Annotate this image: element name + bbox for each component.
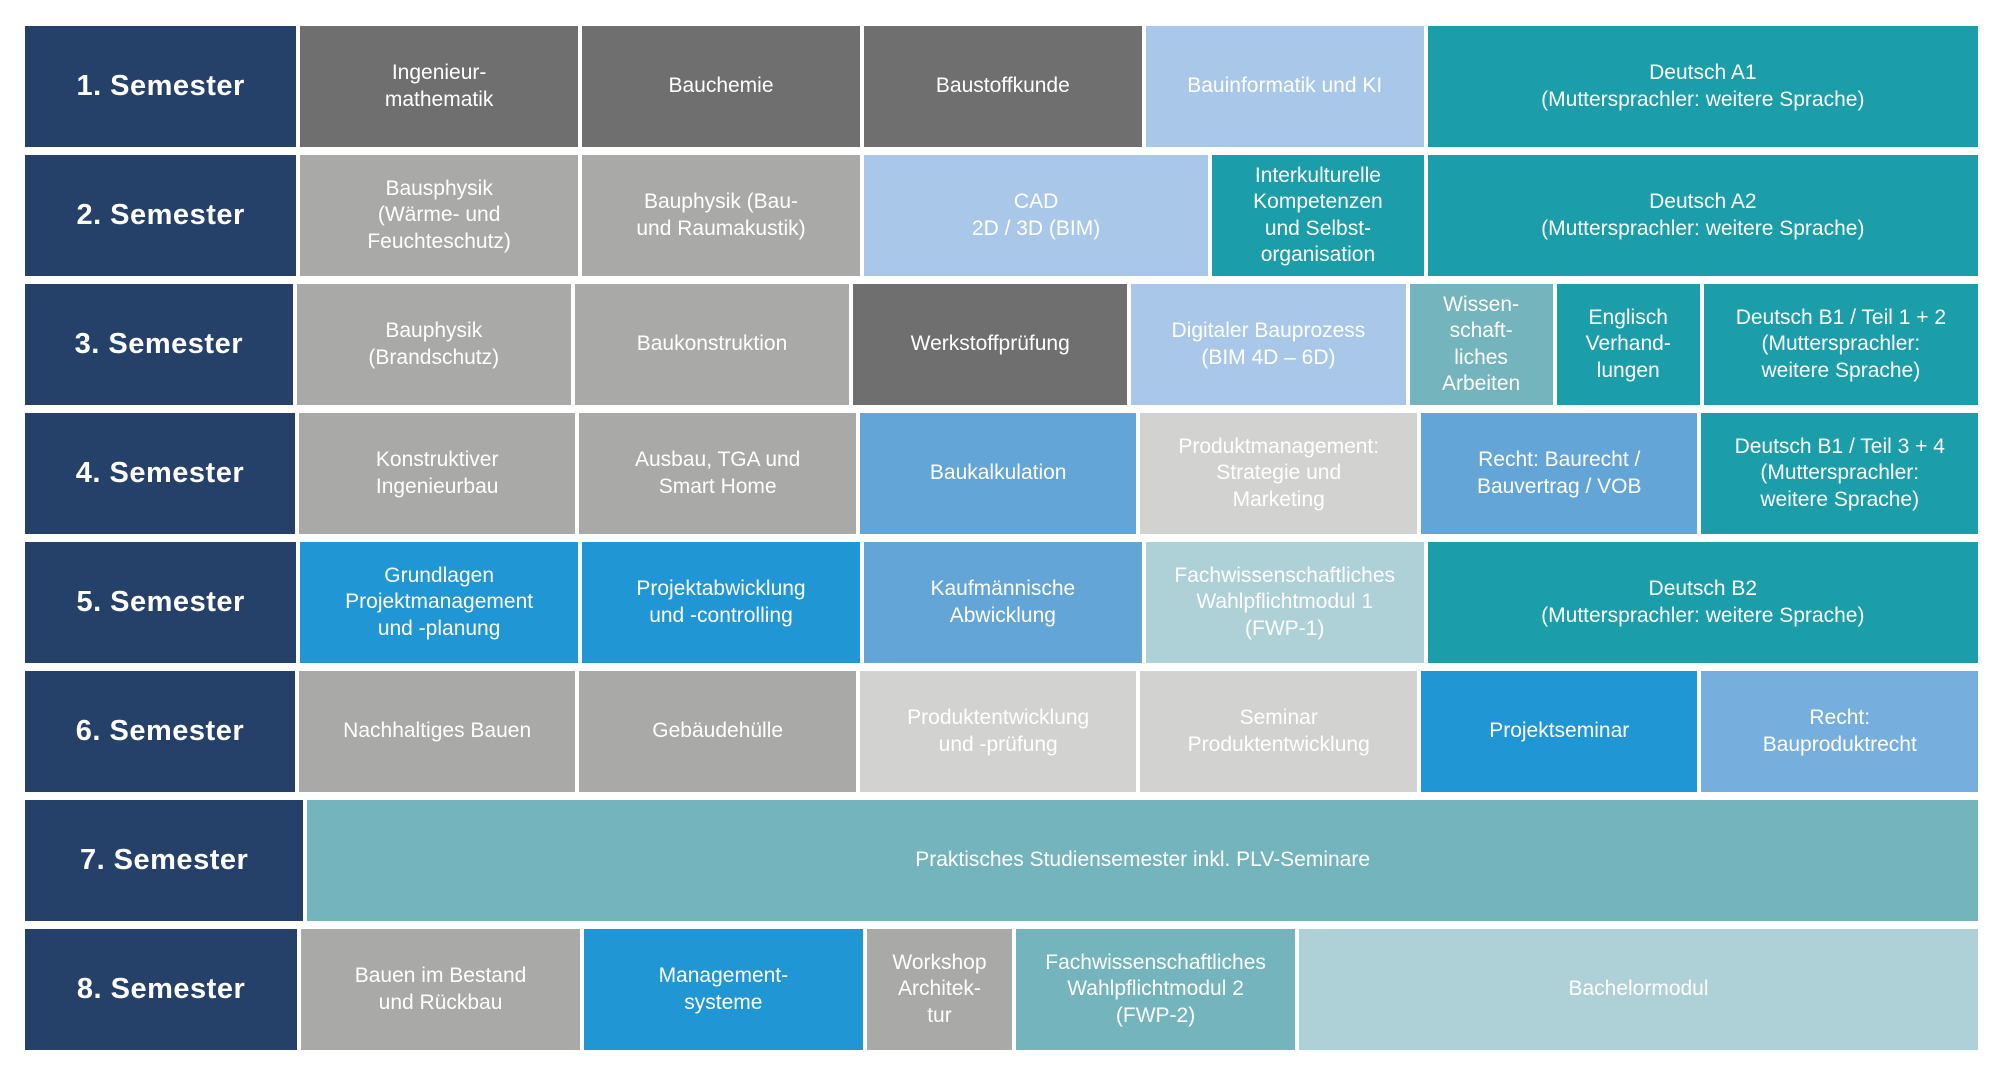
semester-label-2: 2. Semester	[25, 155, 297, 276]
cell-werkstoffpruefung: Werkstoffprüfung	[853, 284, 1128, 405]
semester-row-5: 5. Semester Grundlagen Projektmanagement…	[25, 542, 1978, 663]
cell-ingenieurmathematik: Ingenieur- mathematik	[300, 26, 579, 147]
cell-deutsch-b1-teil-3-4: Deutsch B1 / Teil 3 + 4 (Muttersprachler…	[1701, 413, 1978, 534]
semester-label-5: 5. Semester	[25, 542, 297, 663]
cell-seminar-produktentwicklung: Seminar Produktentwicklung	[1140, 671, 1417, 792]
cell-wissenschaftliches-arbeiten: Wissen- schaft- liches Arbeiten	[1409, 284, 1553, 405]
semester-row-7: 7. Semester Praktisches Studiensemester …	[25, 800, 1978, 921]
cell-baukonstruktion: Baukonstruktion	[574, 284, 850, 405]
cell-cad-2d-3d-bim: CAD 2D / 3D (BIM)	[863, 155, 1209, 276]
cell-projektabwicklung-controlling: Projektabwicklung und -controlling	[582, 542, 860, 663]
cell-produktmanagement: Produktmanagement: Strategie und Marketi…	[1140, 413, 1417, 534]
semester-label-4: 4. Semester	[25, 413, 295, 534]
semester-label-6: 6. Semester	[25, 671, 295, 792]
cell-deutsch-b2: Deutsch B2 (Muttersprachler: weitere Spr…	[1427, 542, 1978, 663]
cell-praktisches-studiensemester: Praktisches Studiensemester inkl. PLV-Se…	[307, 800, 1978, 921]
cell-deutsch-b1-teil-1-2: Deutsch B1 / Teil 1 + 2 (Muttersprachler…	[1703, 284, 1978, 405]
cell-bauphysik-raumakustik: Bauphysik (Bau- und Raumakustik)	[582, 155, 860, 276]
cell-konstruktiver-ingenieurbau: Konstruktiver Ingenieurbau	[298, 413, 576, 534]
cell-recht-bauproduktrecht: Recht: Bauproduktrecht	[1701, 671, 1978, 792]
cell-bauphysik-brandschutz: Bauphysik (Brandschutz)	[296, 284, 571, 405]
cell-deutsch-a2: Deutsch A2 (Muttersprachler: weitere Spr…	[1427, 155, 1978, 276]
cell-gebaeudehuelle: Gebäudehülle	[579, 671, 856, 792]
semester-label-8: 8. Semester	[25, 929, 298, 1050]
semester-row-1: 1. Semester Ingenieur- mathematik Bauche…	[25, 26, 1978, 147]
cell-nachhaltiges-bauen: Nachhaltiges Bauen	[298, 671, 576, 792]
cell-fwp-2: Fachwissenschaftliches Wahlpflichtmodul …	[1016, 929, 1295, 1050]
cell-interkulturelle-kompetenzen: Interkulturelle Kompetenzen und Selbst- …	[1212, 155, 1424, 276]
cell-grundlagen-projektmanagement: Grundlagen Projektmanagement und -planun…	[300, 542, 579, 663]
cell-digitaler-bauprozess: Digitaler Bauprozess (BIM 4D – 6D)	[1131, 284, 1406, 405]
cell-workshop-architektur: Workshop Architek- tur	[866, 929, 1013, 1050]
semester-row-8: 8. Semester Bauen im Bestand und Rückbau…	[25, 929, 1979, 1050]
cell-baukalkulation: Baukalkulation	[859, 413, 1137, 534]
semester-label-1: 1. Semester	[25, 26, 297, 147]
semester-row-3: 3. Semester Bauphysik (Brandschutz) Bauk…	[25, 284, 1978, 405]
cell-bausphysik-waerme: Bausphysik (Wärme- und Feuchteschutz)	[300, 155, 579, 276]
cell-bauinformatik-und-ki: Bauinformatik und KI	[1145, 26, 1424, 147]
cell-baustoffkunde: Baustoffkunde	[863, 26, 1142, 147]
semester-row-4: 4. Semester Konstruktiver Ingenieurbau A…	[25, 413, 1978, 534]
cell-kaufmaennische-abwicklung: Kaufmännische Abwicklung	[863, 542, 1142, 663]
semester-label-7: 7. Semester	[25, 800, 304, 921]
cell-produktentwicklung-pruefung: Produktentwicklung und -prüfung	[859, 671, 1137, 792]
cell-ausbau-tga-smart-home: Ausbau, TGA und Smart Home	[579, 413, 856, 534]
semester-row-6: 6. Semester Nachhaltiges Bauen Gebäudehü…	[25, 671, 1978, 792]
cell-bachelormodul: Bachelormodul	[1298, 929, 1979, 1050]
cell-managementsysteme: Management- systeme	[583, 929, 863, 1050]
cell-englisch-verhandlungen: Englisch Verhand- lungen	[1556, 284, 1700, 405]
semester-row-2: 2. Semester Bausphysik (Wärme- und Feuch…	[25, 155, 1978, 276]
cell-recht-baurecht-vob: Recht: Baurecht / Bauvertrag / VOB	[1420, 413, 1698, 534]
cell-bauchemie: Bauchemie	[582, 26, 860, 147]
cell-bauen-im-bestand: Bauen im Bestand und Rückbau	[301, 929, 580, 1050]
cell-fwp-1: Fachwissenschaftliches Wahlpflichtmodul …	[1145, 542, 1424, 663]
cell-projektseminar: Projektseminar	[1420, 671, 1698, 792]
semester-label-3: 3. Semester	[25, 284, 293, 405]
cell-deutsch-a1: Deutsch A1 (Muttersprachler: weitere Spr…	[1427, 26, 1978, 147]
